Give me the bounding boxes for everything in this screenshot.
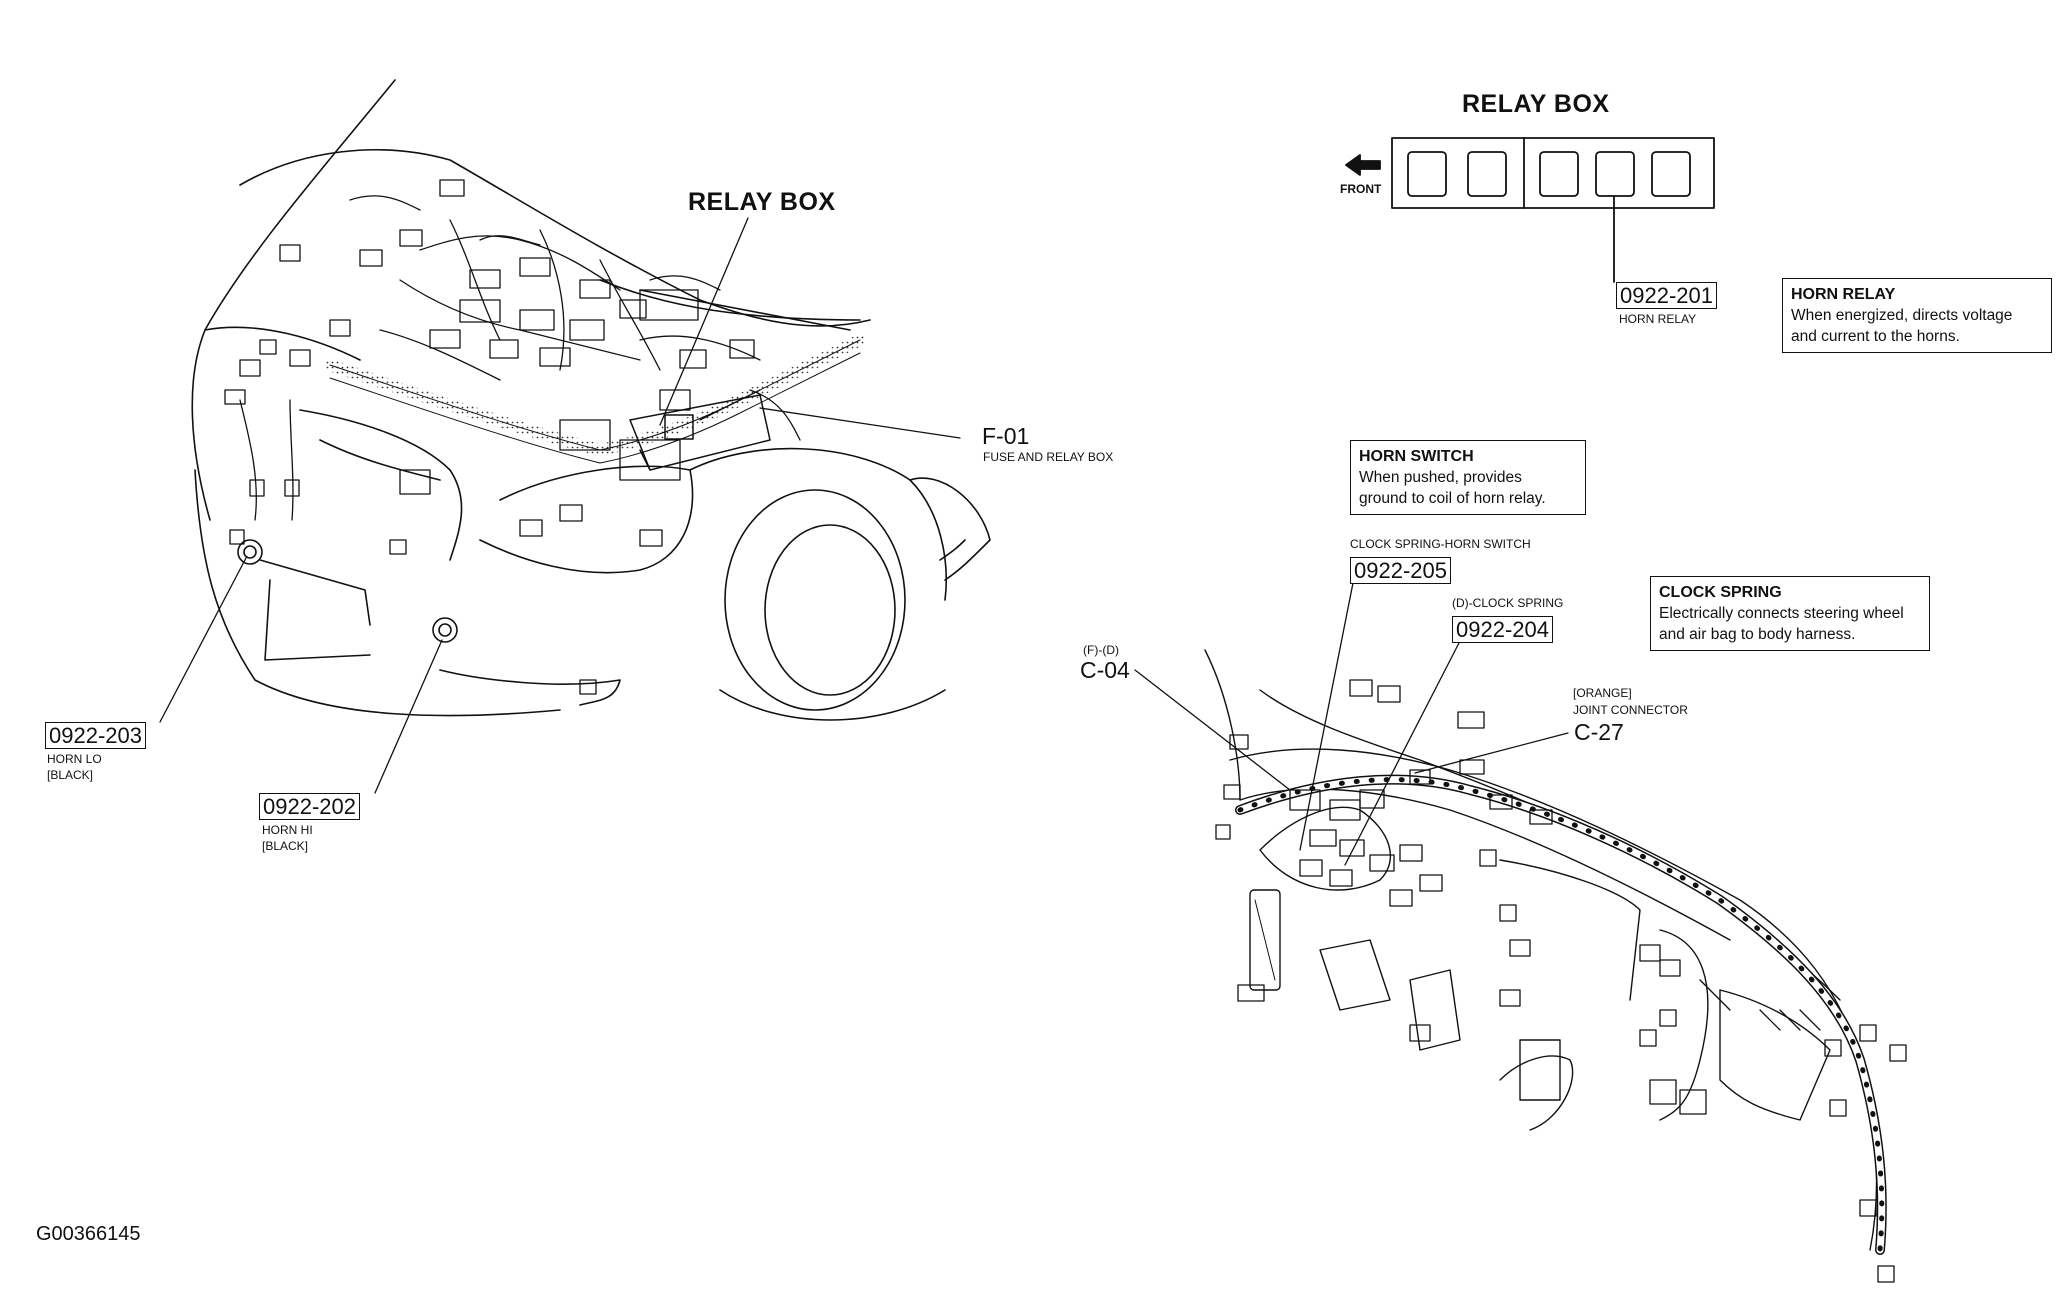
horn-lo-code: 0922-203 — [45, 722, 146, 749]
clock-spring-code: 0922-204 — [1452, 616, 1553, 643]
fuse-box-label: FUSE AND RELAY BOX — [983, 450, 1114, 464]
c04-code: C-04 — [1080, 657, 1130, 683]
horn-switch-info-line-1: When pushed, provides — [1359, 469, 1522, 486]
c04-sub-label: (F)-(D) — [1083, 643, 1119, 657]
horn-relay-info-title: HORN RELAY — [1791, 286, 1896, 303]
horn-switch-info-title: HORN SWITCH — [1359, 448, 1474, 465]
c27-label: JOINT CONNECTOR — [1573, 703, 1688, 717]
relay-box-label: RELAY BOX — [688, 188, 836, 216]
front-label: FRONT — [1340, 182, 1382, 196]
horn-hi-label: HORN HI — [262, 823, 313, 837]
horn-switch-info-box: HORN SWITCH When pushed, provides ground… — [1350, 440, 1586, 515]
clock-spring-info-line-2: and air bag to body harness. — [1659, 626, 1856, 643]
horn-relay-info-line-2: and current to the horns. — [1791, 328, 1960, 345]
horn-relay-label: HORN RELAY — [1619, 312, 1697, 326]
horn-relay-code: 0922-201 — [1616, 282, 1717, 309]
clock-spring-info-line-1: Electrically connects steering wheel — [1659, 605, 1904, 622]
leader-lines-right — [1134, 582, 1569, 866]
horn-lo-label: HORN LO — [47, 752, 102, 766]
horn-switch-info-line-2: ground to coil of horn relay. — [1359, 490, 1546, 507]
clock-spring-horn-switch-code: 0922-205 — [1350, 557, 1451, 584]
leader-lines-left — [159, 217, 961, 794]
clock-spring-horn-switch-label: CLOCK SPRING-HORN SWITCH — [1350, 537, 1531, 551]
fuse-box-code: F-01 — [982, 423, 1030, 449]
instrument-panel-drawing — [1204, 649, 1907, 1283]
horn-lo-color: [BLACK] — [47, 768, 94, 782]
c27-code: C-27 — [1574, 719, 1624, 745]
clock-spring-info-title: CLOCK SPRING — [1659, 584, 1782, 601]
engine-bay-drawing — [191, 79, 991, 721]
figure-id: G00366145 — [36, 1223, 141, 1245]
horn-relay-info-line-1: When energized, directs voltage — [1791, 307, 2013, 324]
c27-color: [ORANGE] — [1573, 686, 1632, 700]
horn-hi-color: [BLACK] — [262, 839, 309, 853]
clock-spring-info-box: CLOCK SPRING Electrically connects steer… — [1650, 576, 1930, 651]
horn-hi-code: 0922-202 — [259, 793, 360, 820]
relay-box-schematic — [1345, 137, 1715, 283]
clock-spring-label: (D)-CLOCK SPRING — [1452, 596, 1564, 610]
horn-relay-info-box: HORN RELAY When energized, directs volta… — [1782, 278, 2052, 353]
relay-box-detail-title: RELAY BOX — [1462, 90, 1610, 118]
